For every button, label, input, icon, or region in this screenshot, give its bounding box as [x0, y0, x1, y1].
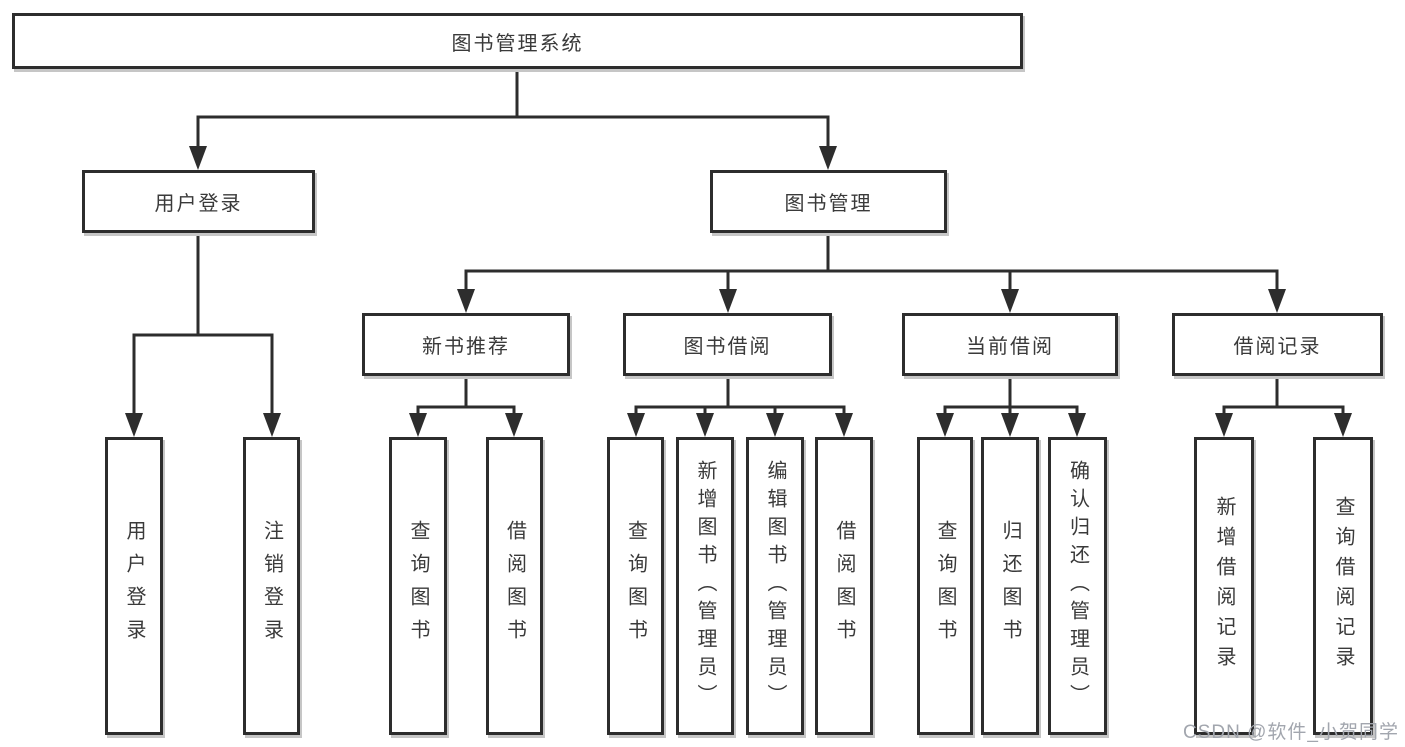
- node-book-management: 图书管理: [710, 170, 947, 233]
- leaf-user-login: 用户登录: [105, 437, 163, 735]
- leaf-logout-label: 注销登录: [260, 520, 283, 652]
- leaf-records-search: 查询借阅记录: [1313, 437, 1373, 735]
- leaf-borrowing-edit-admin: 编辑图书（管理员）: [746, 437, 804, 735]
- leaf-current-return-label: 归还图书: [999, 520, 1021, 652]
- csdn-watermark: CSDN @软件_小贺同学: [1183, 722, 1399, 743]
- leaf-borrowing-edit-admin-label: 编辑图书（管理员）: [764, 460, 786, 712]
- node-new-book-recommend-label: 新书推荐: [422, 336, 510, 358]
- node-book-borrowing: 图书借阅: [623, 313, 832, 376]
- leaf-newbooks-borrow-label: 借阅图书: [503, 520, 526, 652]
- leaf-current-confirm-return-admin: 确认归还（管理员）: [1048, 437, 1107, 735]
- node-current-borrowing: 当前借阅: [902, 313, 1118, 376]
- leaf-borrowing-search: 查询图书: [607, 437, 664, 735]
- node-current-borrowing-label: 当前借阅: [966, 336, 1054, 358]
- leaf-records-add-label: 新增借阅记录: [1213, 496, 1235, 676]
- leaf-current-search: 查询图书: [917, 437, 973, 735]
- leaf-borrowing-borrow-label: 借阅图书: [833, 520, 855, 652]
- leaf-newbooks-search: 查询图书: [389, 437, 447, 735]
- node-user-login-label: 用户登录: [154, 193, 243, 215]
- leaf-newbooks-borrow: 借阅图书: [486, 437, 543, 735]
- node-borrow-records: 借阅记录: [1172, 313, 1383, 376]
- leaf-user-login-label: 用户登录: [123, 520, 145, 652]
- node-book-borrowing-label: 图书借阅: [683, 336, 772, 358]
- leaf-current-confirm-return-admin-label: 确认归还（管理员）: [1066, 460, 1089, 712]
- leaf-current-search-label: 查询图书: [934, 520, 956, 652]
- node-borrow-records-label: 借阅记录: [1233, 336, 1322, 358]
- node-new-book-recommend: 新书推荐: [362, 313, 570, 376]
- leaf-borrowing-add-admin: 新增图书（管理员）: [676, 437, 734, 735]
- leaf-borrowing-search-label: 查询图书: [624, 520, 647, 652]
- node-book-management-label: 图书管理: [784, 193, 873, 215]
- node-root-label: 图书管理系统: [451, 32, 584, 55]
- leaf-records-add: 新增借阅记录: [1194, 437, 1254, 735]
- leaf-borrowing-add-admin-label: 新增图书（管理员）: [694, 460, 716, 712]
- leaf-logout: 注销登录: [243, 437, 300, 735]
- arrowheads: [125, 146, 1352, 437]
- node-user-login: 用户登录: [82, 170, 315, 233]
- leaf-records-search-label: 查询借阅记录: [1332, 496, 1354, 676]
- node-root: 图书管理系统: [12, 13, 1023, 69]
- leaf-borrowing-borrow: 借阅图书: [815, 437, 873, 735]
- leaf-newbooks-search-label: 查询图书: [407, 520, 429, 652]
- leaf-current-return: 归还图书: [981, 437, 1039, 735]
